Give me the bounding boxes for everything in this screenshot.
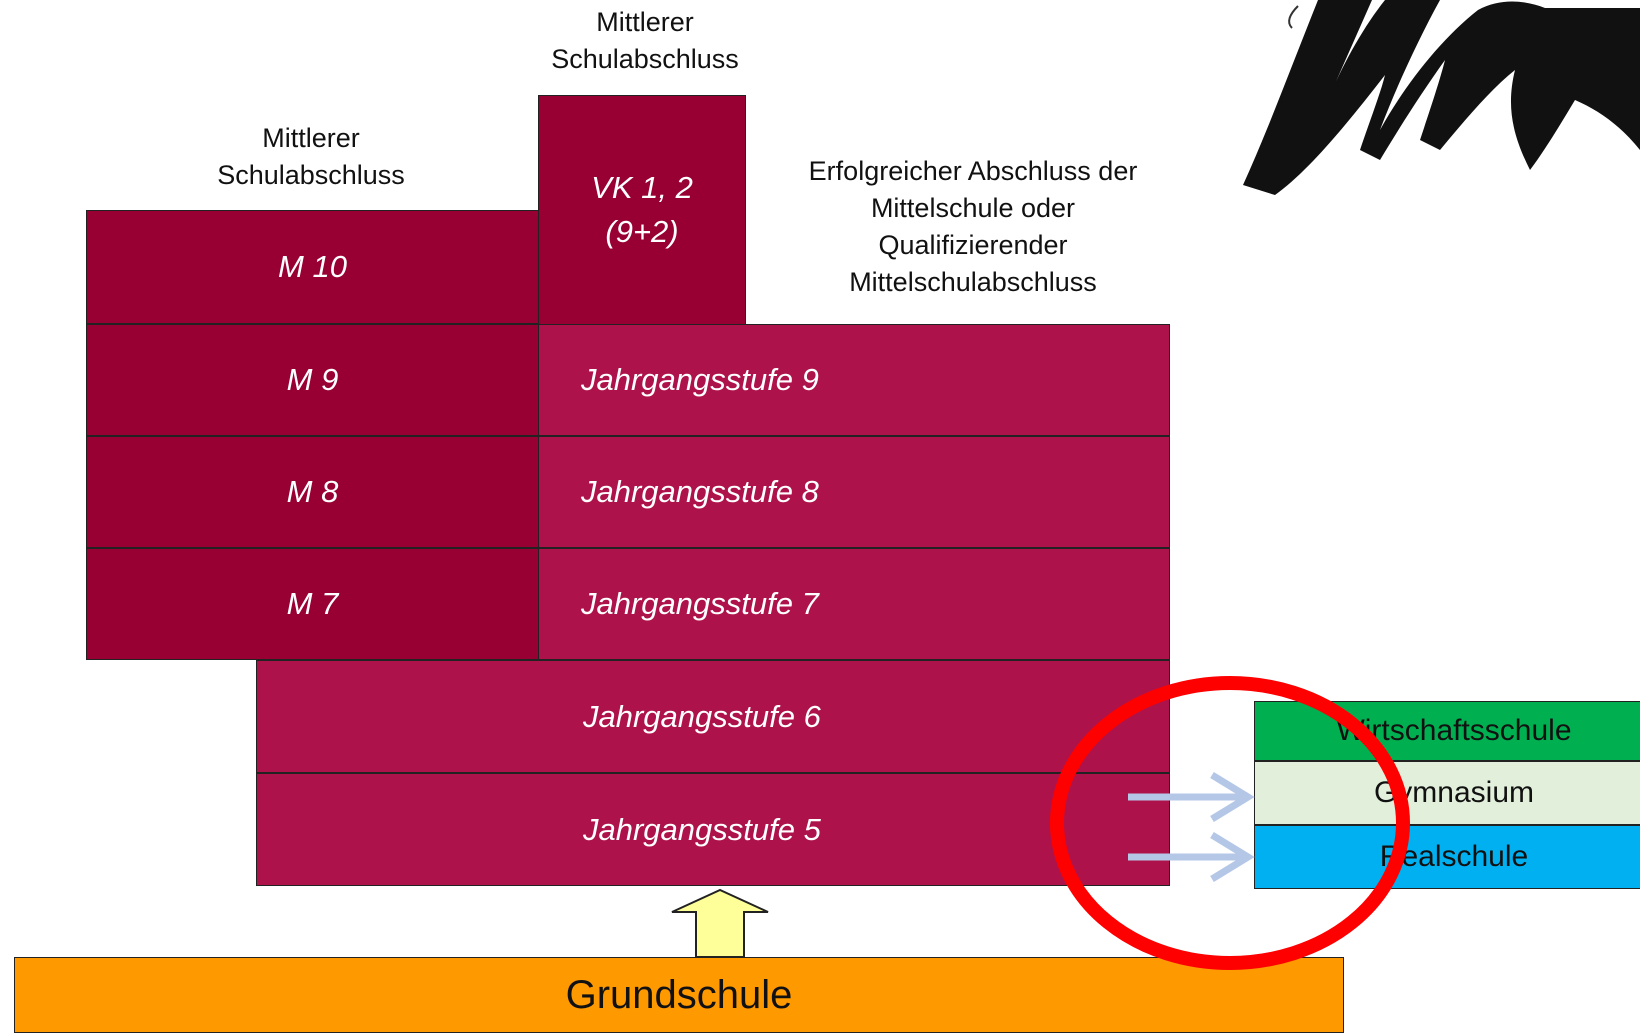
m9-box: M 9 xyxy=(86,324,539,436)
label-erfolgreicher-abschluss: Erfolgreicher Abschluss der Mittelschule… xyxy=(808,156,1138,297)
vk-line-1: VK 1, 2 xyxy=(591,170,693,205)
jahrgangsstufe-6-box: Jahrgangsstufe 6 xyxy=(256,660,1170,773)
vk-box: VK 1, 2 (9+2) xyxy=(538,95,746,325)
jahrgangsstufe-8-box: Jahrgangsstufe 8 xyxy=(538,436,1170,548)
label-mittlerer-schulabschluss-left: Mittlerer Schulabschluss xyxy=(217,123,405,190)
arrow-to-gymnasium xyxy=(1128,772,1255,822)
jahrgangsstufe-9-box: Jahrgangsstufe 9 xyxy=(538,324,1170,436)
logo-fragment xyxy=(1243,0,1640,195)
m10-box: M 10 xyxy=(86,210,539,324)
up-arrow xyxy=(671,888,769,958)
jahrgangsstufe-5-box: Jahrgangsstufe 5 xyxy=(256,773,1170,886)
wirtschaftsschule-box: Wirtschaftsschule xyxy=(1254,701,1640,761)
vk-line-2: (9+2) xyxy=(605,214,679,249)
realschule-box: Realschule xyxy=(1254,825,1640,889)
m7-box: M 7 xyxy=(86,548,539,660)
arrow-to-realschule xyxy=(1128,832,1255,882)
label-mittlerer-schulabschluss-top: Mittlerer Schulabschluss xyxy=(551,7,739,74)
m8-box: M 8 xyxy=(86,436,539,548)
highlight-circle xyxy=(1050,676,1410,970)
grundschule-box: Grundschule xyxy=(14,957,1344,1033)
jahrgangsstufe-7-box: Jahrgangsstufe 7 xyxy=(538,548,1170,660)
